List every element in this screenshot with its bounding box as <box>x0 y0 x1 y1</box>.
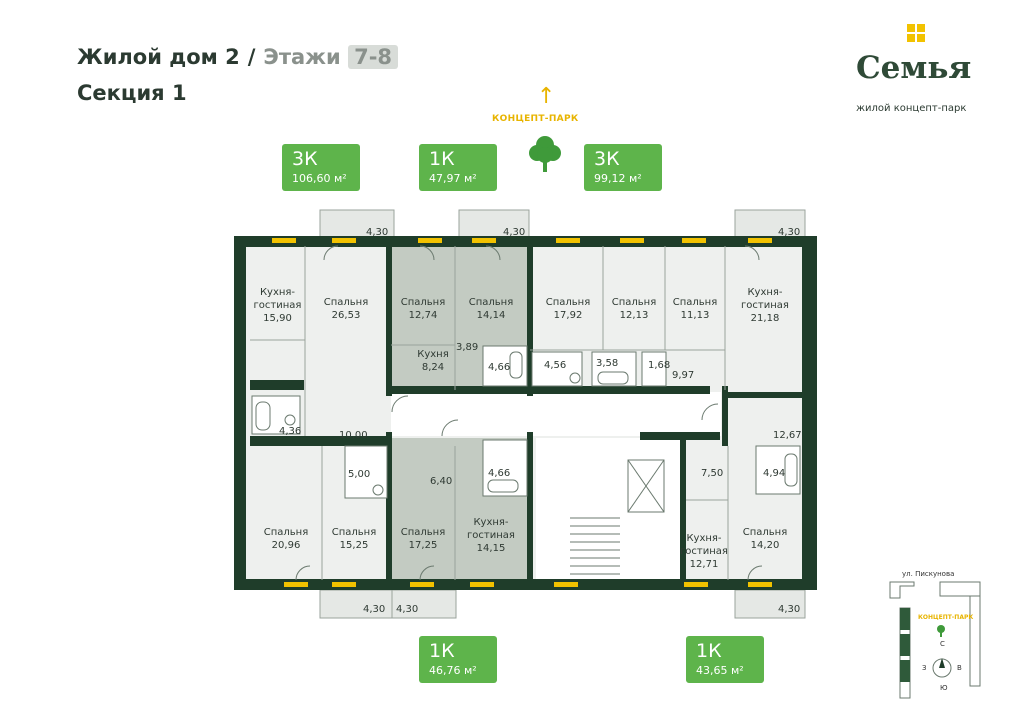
apartment-badge-1k-north[interactable]: 1К 47,97 м² <box>419 144 497 191</box>
apartment-type: 1К <box>429 148 455 170</box>
room-label: Спальня 17,92 <box>545 297 591 321</box>
room-label: Кухня 8,24 <box>417 349 449 373</box>
apartment-badge-3k-west[interactable]: 3К 106,60 м² <box>282 144 360 191</box>
floors-label: Этажи <box>263 45 341 69</box>
street-label: ул. Пискунова <box>902 570 955 578</box>
park-label: КОНЦЕПТ-ПАРК <box>492 114 579 124</box>
area-value: 5,00 <box>348 469 371 480</box>
apartment-area: 99,12 м² <box>594 172 642 185</box>
balcony-area: 4,30 <box>396 604 419 615</box>
area-value: 4,66 <box>488 468 511 479</box>
room-label: Спальня 12,74 <box>400 297 446 321</box>
area-value: 4,66 <box>488 362 511 373</box>
area-value: 12,67 <box>773 430 802 441</box>
apartment-type: 1К <box>429 640 455 662</box>
area-value: 10,00 <box>339 430 368 441</box>
minimap-park-label: КОНЦЕПТ-ПАРК <box>918 614 974 621</box>
apartment-area: 47,97 м² <box>429 172 477 185</box>
brand-subtitle: жилой концепт-парк <box>856 103 967 114</box>
room-label: Спальня 12,13 <box>611 297 657 321</box>
room-label: Кухня- гостиная 21,18 <box>741 287 789 324</box>
area-value: 1,68 <box>648 360 671 371</box>
brand-name: Семья <box>856 50 972 86</box>
room-label: Спальня 20,96 <box>263 527 309 551</box>
floors-badge: 7-8 <box>348 45 399 69</box>
area-value: 3,58 <box>596 358 619 369</box>
room-label: Спальня 14,14 <box>468 297 514 321</box>
area-value: 7,50 <box>701 468 724 479</box>
compass-west: З <box>922 664 927 672</box>
room-label: Спальня 15,25 <box>331 527 377 551</box>
building-name: Жилой дом 2 <box>77 45 240 69</box>
title-separator: / <box>247 45 256 69</box>
tree-icon <box>529 136 561 172</box>
balcony-area: 4,30 <box>363 604 386 615</box>
area-value: 9,97 <box>672 370 695 381</box>
apartment-area: 106,60 м² <box>292 172 347 185</box>
room-label: Спальня 26,53 <box>323 297 369 321</box>
compass-south: Ю <box>940 684 948 692</box>
area-value: 4,36 <box>279 426 302 437</box>
balcony-area: 4,30 <box>778 604 801 615</box>
site-minimap <box>889 581 981 699</box>
arrow-up-icon: ↑ <box>537 84 556 109</box>
apartment-type: 1К <box>696 640 722 662</box>
area-value: 4,56 <box>544 360 567 371</box>
area-value: 4,94 <box>763 468 786 479</box>
compass-east: В <box>957 664 962 672</box>
area-value: 3,89 <box>456 342 479 353</box>
room-label: Кухня- гостиная 15,90 <box>253 287 302 324</box>
apartment-area: 43,65 м² <box>696 664 744 677</box>
area-value: 6,40 <box>430 476 453 487</box>
room-label: Кухня- гостиная 12,71 <box>680 533 728 570</box>
apartment-badge-1k-south[interactable]: 1К 46,76 м² <box>419 636 497 683</box>
page-title: Жилой дом 2 / Этажи 7-8 <box>77 45 399 69</box>
room-label: Спальня 17,25 <box>400 527 446 551</box>
compass-north: С <box>940 640 945 648</box>
room-label: Кухня- гостиная 14,15 <box>467 517 515 554</box>
room-label: Спальня 14,20 <box>742 527 788 551</box>
room-label: Спальня 11,13 <box>672 297 718 321</box>
apartment-type: 3К <box>292 148 318 170</box>
balcony-area: 4,30 <box>778 227 801 238</box>
balcony-area: 4,30 <box>503 227 526 238</box>
section-title: Секция 1 <box>77 81 187 105</box>
apartment-badge-1k-southeast[interactable]: 1К 43,65 м² <box>686 636 764 683</box>
balcony-area: 4,30 <box>366 227 389 238</box>
apartment-type: 3К <box>594 148 620 170</box>
apartment-badge-3k-east[interactable]: 3К 99,12 м² <box>584 144 662 191</box>
apartment-area: 46,76 м² <box>429 664 477 677</box>
